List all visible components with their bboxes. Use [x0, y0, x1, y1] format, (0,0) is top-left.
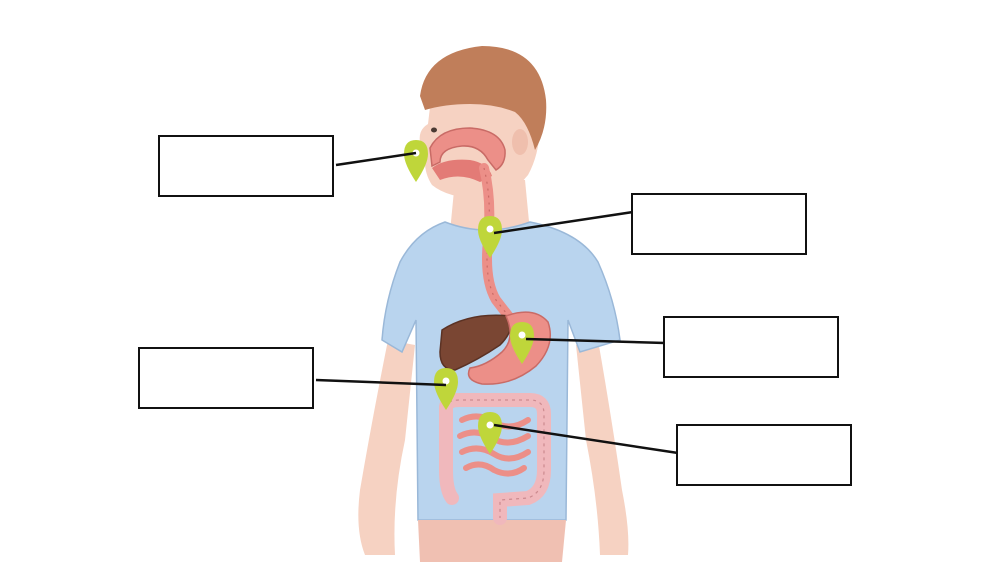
answer-box-2[interactable]: [631, 193, 807, 255]
right-arm: [576, 340, 629, 555]
answer-box-4[interactable]: [138, 347, 314, 409]
left-arm: [358, 340, 415, 555]
map-marker-icon[interactable]: [478, 412, 502, 454]
map-marker-icon[interactable]: [510, 322, 534, 364]
tongue: [432, 159, 492, 182]
leader-line: [493, 423, 679, 455]
leader-line: [525, 337, 666, 345]
shorts: [418, 520, 566, 562]
answer-box-3[interactable]: [663, 316, 839, 378]
leader-line: [315, 378, 447, 387]
answer-box-1[interactable]: [158, 135, 334, 197]
map-marker-icon[interactable]: [434, 368, 458, 410]
liver: [439, 314, 512, 371]
answer-box-5[interactable]: [676, 424, 852, 486]
eye: [431, 127, 437, 133]
leader-line: [335, 151, 417, 167]
map-marker-icon[interactable]: [478, 216, 502, 258]
ear: [512, 129, 528, 155]
leader-line: [493, 210, 634, 235]
hair: [420, 46, 547, 150]
map-marker-icon[interactable]: [404, 140, 428, 182]
nasal-cavity: [429, 127, 506, 171]
ascending-colon: [439, 401, 459, 505]
